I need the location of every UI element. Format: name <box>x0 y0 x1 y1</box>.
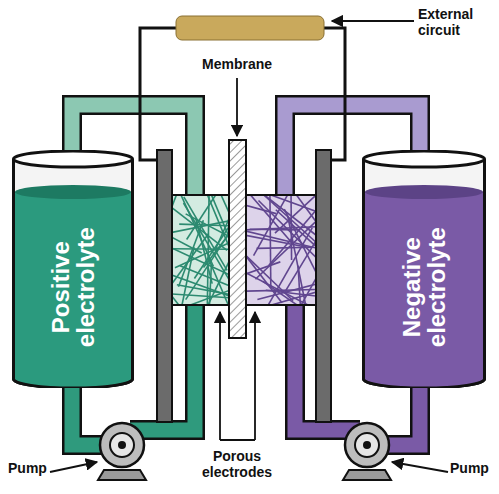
pump-label: Pump <box>450 460 494 476</box>
load-resistor <box>176 16 324 40</box>
fiber-mesh <box>172 195 229 305</box>
current-collector-plate <box>157 150 172 422</box>
membrane-sheet <box>229 140 246 338</box>
current-collector-plate <box>316 150 331 422</box>
pump-label: Pump <box>8 460 52 476</box>
tank-label: Positive electrolyte <box>48 201 98 374</box>
electrolyte-tank: Positive electrolyte <box>12 150 134 388</box>
part-label: Membrane <box>187 56 287 72</box>
electrolyte-tank: Negative electrolyte <box>362 150 486 388</box>
tank-label: Negative electrolyte <box>399 201 449 374</box>
circuit-wire <box>140 28 345 160</box>
part-label: External circuit <box>418 6 496 38</box>
part-label: Porous electrodes <box>196 448 278 480</box>
pump-symbol <box>98 423 146 480</box>
fiber-mesh <box>246 195 316 305</box>
pump-symbol <box>343 423 391 480</box>
